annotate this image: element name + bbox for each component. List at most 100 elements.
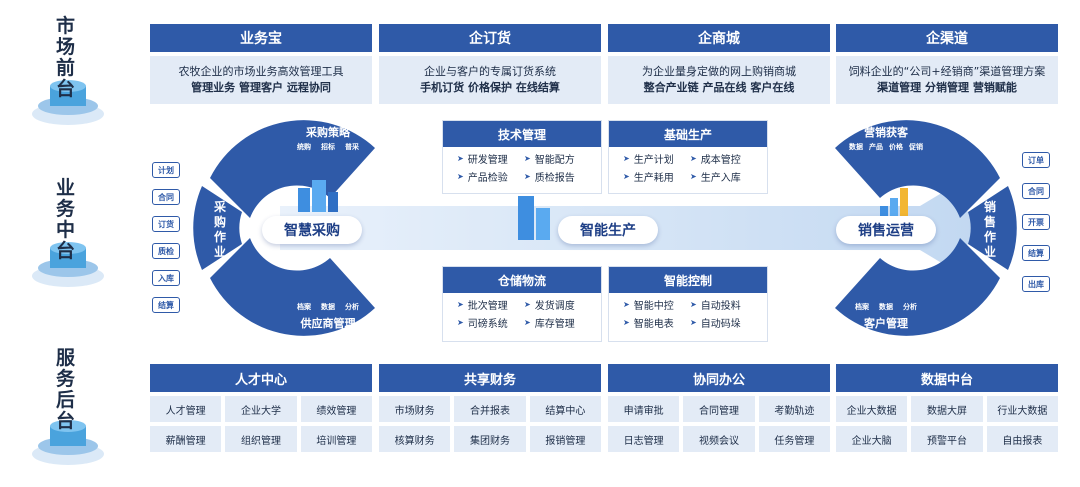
side-char: 购 [214,215,226,230]
product-tags: 渠道管理 分销管理 营销赋能 [877,80,1017,96]
arc-sub-item: 档案 [297,302,311,312]
group-cell[interactable]: 集团财务 [454,426,525,452]
purchase-item-list: 计划 合同 订货 质检 入库 结算 [152,162,180,313]
group-cell[interactable]: 企业大数据 [836,396,907,422]
sales-item-settlement[interactable]: 结算 [1022,245,1050,261]
front-product-row: 业务宝 农牧企业的市场业务高效管理工具 管理业务 管理客户 远程协同 企订货 企… [150,24,1058,106]
product-qidinghuo[interactable]: 企订货 企业与客户的专属订货系统 手机订货 价格保护 在线结算 [379,24,601,104]
group-cell[interactable]: 核算财务 [379,426,450,452]
supplier-management-label: 档案 数据 分析 供应商管理 [268,302,388,331]
product-desc: 农牧企业的市场业务高效管理工具 管理业务 管理客户 远程协同 [150,56,372,104]
group-cell[interactable]: 报销管理 [530,426,601,452]
back-group-data: 数据中台 企业大数据 数据大屏 行业大数据 企业大脑 预警平台 自由报表 [836,364,1058,452]
card-item: 生产计划 [623,151,690,166]
product-tags: 手机订货 价格保护 在线结算 [420,80,560,96]
group-cell[interactable]: 自由报表 [987,426,1058,452]
group-cell[interactable]: 合并报表 [454,396,525,422]
smart-production-pill[interactable]: 智能生产 [558,216,658,244]
arc-title: 客户管理 [826,315,946,331]
group-cell[interactable]: 日志管理 [608,426,679,452]
card-title: 智能控制 [609,267,767,293]
sales-operation-label: 销 售 作 业 [984,200,996,260]
product-yewubao[interactable]: 业务宝 农牧企业的市场业务高效管理工具 管理业务 管理客户 远程协同 [150,24,372,104]
product-desc: 企业与客户的专属订货系统 手机订货 价格保护 在线结算 [379,56,601,104]
arc-title: 采购策略 [268,124,388,140]
layer-char: 业 [56,178,75,199]
card-item: 产品检验 [457,169,524,184]
group-cell[interactable]: 企业大脑 [836,426,907,452]
layer-char: 后 [56,390,75,411]
card-item: 自动投料 [690,297,757,312]
card-item: 智能配方 [524,151,591,166]
group-title: 共享财务 [379,364,601,392]
layer-char: 服 [56,348,75,369]
production-card-tech[interactable]: 技术管理 研发管理 智能配方 产品检验 质检报告 [442,120,602,194]
customer-management-label: 档案 数据 分析 客户管理 [826,302,946,331]
product-desc: 饲料企业的“公司+经销商”渠道管理方案 渠道管理 分销管理 营销赋能 [836,56,1058,104]
group-cell[interactable]: 组织管理 [225,426,296,452]
side-char: 销 [984,200,996,215]
sales-operation-pill[interactable]: 销售运营 [836,216,936,244]
group-cell[interactable]: 任务管理 [759,426,830,452]
purchase-item-settlement[interactable]: 结算 [152,297,180,313]
product-qishangcheng[interactable]: 企商城 为企业量身定做的网上购销商城 整合产业链 产品在线 客户在线 [608,24,830,104]
sales-item-contract[interactable]: 合同 [1022,183,1050,199]
sales-item-order[interactable]: 订单 [1022,152,1050,168]
smart-purchase-pill[interactable]: 智慧采购 [262,216,362,244]
arc-sub-item: 普采 [345,142,359,152]
card-item: 智能中控 [623,297,690,312]
group-cell[interactable]: 合同管理 [683,396,754,422]
group-cell[interactable]: 行业大数据 [987,396,1058,422]
purchase-item-warehouse[interactable]: 入库 [152,270,180,286]
group-cell[interactable]: 预警平台 [911,426,982,452]
card-title: 仓储物流 [443,267,601,293]
group-cell[interactable]: 数据大屏 [911,396,982,422]
back-group-talent: 人才中心 人才管理 企业大学 绩效管理 薪酬管理 组织管理 培训管理 [150,364,372,452]
arc-sub-item: 档案 [855,302,869,312]
product-qiqudao[interactable]: 企渠道 饲料企业的“公司+经销商”渠道管理方案 渠道管理 分销管理 营销赋能 [836,24,1058,104]
group-cell[interactable]: 培训管理 [301,426,372,452]
arc-sub-item: 分析 [903,302,917,312]
arc-sub-item: 促销 [909,142,923,152]
card-item: 研发管理 [457,151,524,166]
layer-back: 服 务 后 台 [28,340,108,470]
sales-item-outbound[interactable]: 出库 [1022,276,1050,292]
group-cell[interactable]: 考勤轨迹 [759,396,830,422]
group-cell[interactable]: 绩效管理 [301,396,372,422]
production-card-control[interactable]: 智能控制 智能中控 自动投料 智能电表 自动码垛 [608,266,768,342]
side-char: 业 [984,245,996,260]
group-cell[interactable]: 结算中心 [530,396,601,422]
group-cell[interactable]: 市场财务 [379,396,450,422]
arc-sub-item: 产品 [869,142,883,152]
production-card-warehouse[interactable]: 仓储物流 批次管理 发货调度 司磅系统 库存管理 [442,266,602,342]
group-cell[interactable]: 申请审批 [608,396,679,422]
product-desc-text: 农牧企业的市场业务高效管理工具 [179,64,344,80]
purchase-operation-label: 采 购 作 业 [214,200,226,260]
card-title: 基础生产 [609,121,767,147]
layer-char: 台 [56,79,75,100]
card-item: 生产耗用 [623,169,690,184]
group-cell[interactable]: 视频会议 [683,426,754,452]
sales-item-invoice[interactable]: 开票 [1022,214,1050,230]
group-cell[interactable]: 企业大学 [225,396,296,422]
card-item: 质检报告 [524,169,591,184]
group-cell[interactable]: 人才管理 [150,396,221,422]
card-item: 司磅系统 [457,315,524,330]
production-card-basic[interactable]: 基础生产 生产计划 成本管控 生产耗用 生产入库 [608,120,768,194]
product-tags: 整合产业链 产品在线 客户在线 [644,80,795,96]
purchase-item-plan[interactable]: 计划 [152,162,180,178]
arc-sub-item: 统购 [297,142,311,152]
arc-sub-item: 数据 [879,302,893,312]
side-char: 售 [984,215,996,230]
layer-char: 场 [56,37,75,58]
purchase-item-contract[interactable]: 合同 [152,189,180,205]
purchase-item-inspection[interactable]: 质检 [152,243,180,259]
back-group-row: 人才中心 人才管理 企业大学 绩效管理 薪酬管理 组织管理 培训管理 共享财务 … [150,364,1058,456]
arc-sub-item: 价格 [889,142,903,152]
layer-char: 中 [56,220,75,241]
group-cell[interactable]: 薪酬管理 [150,426,221,452]
purchase-item-order[interactable]: 订货 [152,216,180,232]
product-desc-text: 为企业量身定做的网上购销商城 [642,64,796,80]
layer-char: 务 [56,369,75,390]
layer-front: 市 场 前 台 [28,8,108,128]
